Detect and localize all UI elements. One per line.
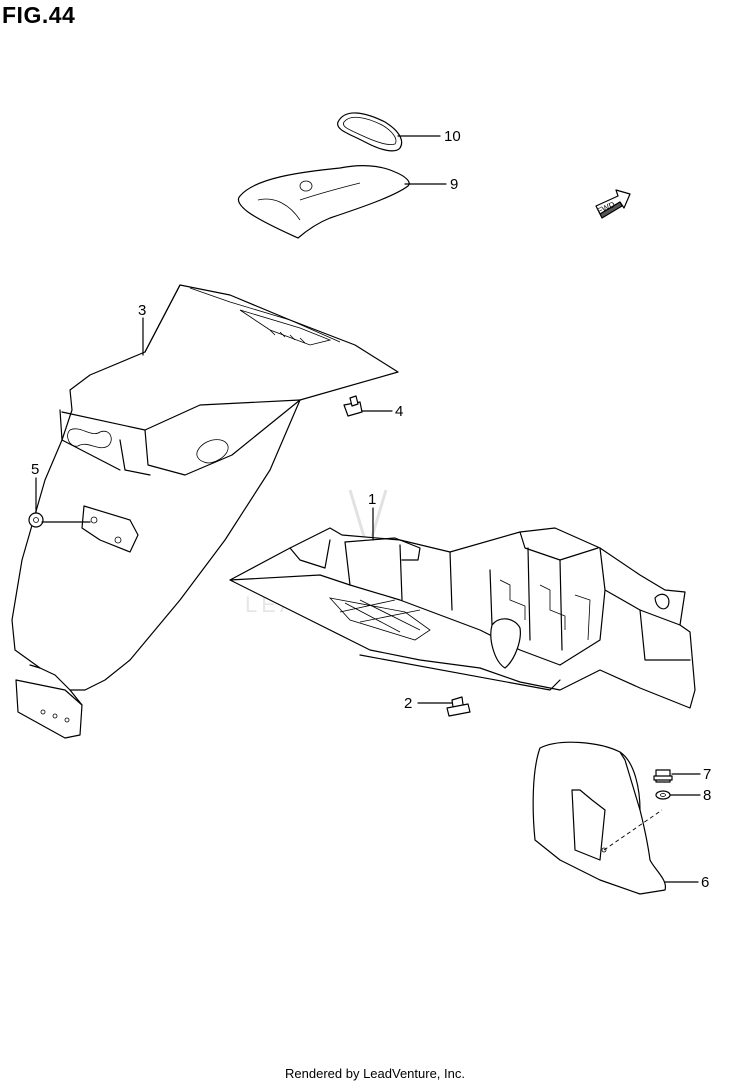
callout-7: 7 [703, 766, 711, 783]
part-3-rear-fender [11, 284, 399, 739]
callout-4: 4 [395, 403, 403, 420]
part-5-nut [28, 512, 44, 528]
part-4-bolt [343, 395, 363, 417]
part-2-bolt [446, 696, 471, 717]
callout-3: 3 [138, 302, 146, 319]
part-8-washer [655, 790, 671, 800]
figure-title: FIG.44 [2, 2, 76, 28]
part-10-band [337, 112, 403, 152]
part-9-cover [237, 165, 410, 239]
part-1-tray [229, 527, 696, 709]
fwd-arrow: FWD [595, 189, 631, 219]
callout-8: 8 [703, 787, 711, 804]
leader-lines [35, 135, 701, 883]
callout-labels: 10 9 3 4 5 1 2 7 8 6 [31, 128, 711, 891]
callout-2: 2 [404, 695, 412, 712]
callout-6: 6 [701, 874, 709, 891]
callout-1: 1 [368, 491, 376, 508]
part-7-bolt [653, 769, 673, 783]
footer-credit: Rendered by LeadVenture, Inc. [285, 1066, 465, 1081]
callout-9: 9 [450, 176, 458, 193]
callout-5: 5 [31, 461, 39, 478]
part-6-guard [532, 741, 667, 895]
callout-10: 10 [444, 128, 461, 145]
